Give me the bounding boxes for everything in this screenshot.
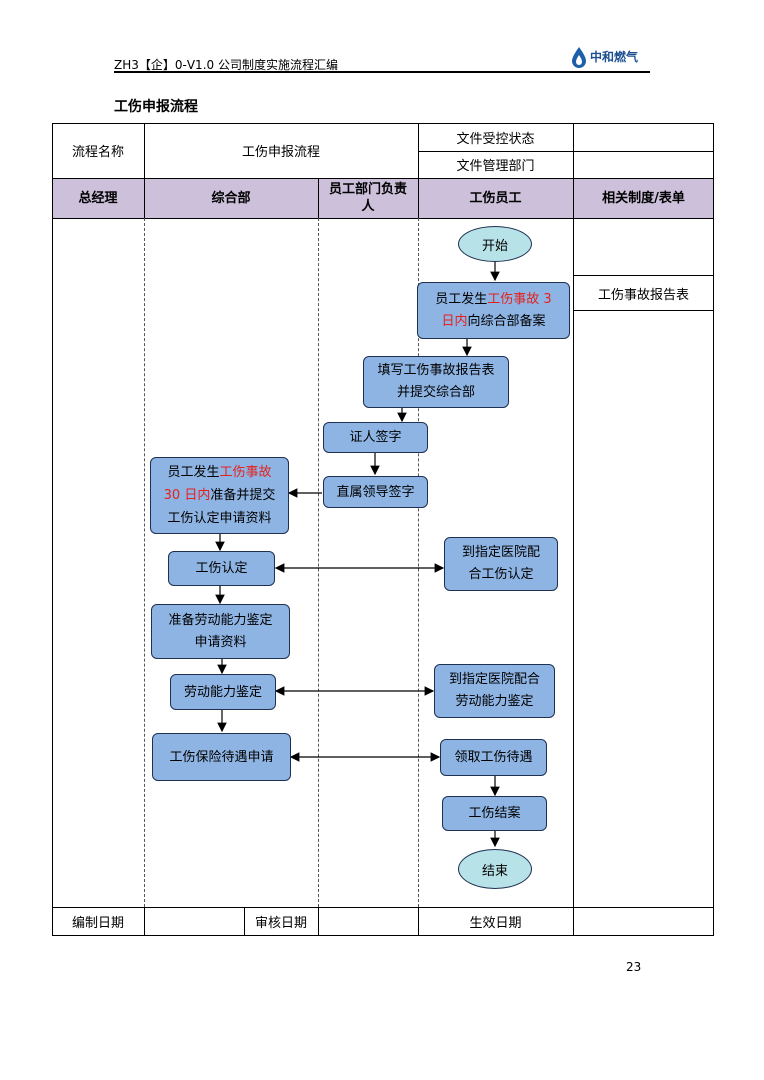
report-text-2: 向综合部备案 [467, 313, 546, 329]
section-title: 工伤申报流程 [114, 99, 198, 115]
status-row-divider [418, 151, 714, 152]
prep-text-3: 工伤认定申请资料 [167, 511, 272, 526]
fill-accident-report-step: 填写工伤事故报告表 并提交综合部 [363, 356, 509, 408]
supervisor-sign-step: 直属领导签字 [323, 476, 428, 508]
table-left-border [52, 123, 53, 936]
lane-hdr-divider-3 [418, 178, 419, 218]
ability-prep-line1: 准备劳动能力鉴定 [168, 612, 273, 628]
prep-deadline-text-2: 30 日内 [163, 488, 211, 503]
footer-divider-1 [144, 907, 145, 935]
report-deadline-text: 工伤事故 3 [487, 291, 552, 307]
lane-separator-1 [144, 218, 145, 907]
info-col-divider-2 [418, 123, 419, 178]
hospital-identification-step: 到指定医院配 合工伤认定 [444, 537, 558, 591]
control-status-label: 文件受控状态 [456, 131, 535, 147]
lane-separator-3 [418, 218, 419, 907]
info-col-divider-3 [573, 123, 574, 178]
related-form-top-line [573, 275, 714, 276]
review-date-label: 审核日期 [254, 915, 307, 931]
receive-benefits-step: 领取工伤待遇 [440, 739, 547, 776]
lane-header-dept-head-line2: 人 [361, 199, 375, 214]
footer-divider-2 [244, 907, 245, 935]
related-form-bottom-line [573, 310, 714, 311]
process-name-label: 流程名称 [71, 145, 124, 160]
lane-header-dept-head-line1: 员工部门负责 [328, 182, 407, 197]
end-node: 结束 [458, 849, 532, 889]
prep-text-2: 准备并提交 [210, 488, 276, 503]
info-col-divider-1 [144, 123, 145, 178]
flame-drop-icon [572, 47, 586, 68]
header-rule [114, 71, 650, 73]
lane-header-related-forms: 相关制度/表单 [602, 190, 685, 206]
hospital1-line2: 合工伤认定 [468, 567, 534, 582]
lane-header-band [52, 178, 714, 218]
process-name-value: 工伤申报流程 [241, 145, 320, 160]
lane-header-dept-head: 员工部门负责 人 [318, 178, 418, 218]
document-header-title: ZH3【企】0-V1.0 公司制度实施流程汇编 [114, 58, 338, 72]
footer-divider-5 [573, 907, 574, 935]
related-form-injury-report: 工伤事故报告表 [597, 287, 689, 303]
report-deadline-text-2: 日内 [441, 313, 468, 329]
lane-header-injured-employee: 工伤员工 [469, 190, 522, 206]
managing-dept-label: 文件管理部门 [456, 159, 535, 174]
report-within-3-days-step: 员工发生工伤事故 3 日内向综合部备案 [417, 282, 570, 339]
company-logo: 中和燃气 [570, 46, 650, 70]
prep-text-1: 员工发生 [167, 465, 220, 480]
injury-identification-step: 工伤认定 [168, 551, 275, 586]
footer-top-border [52, 907, 714, 908]
fill-report-line1: 填写工伤事故报告表 [377, 363, 495, 378]
hospital-ability-assessment-step: 到指定医院配合 劳动能力鉴定 [434, 664, 555, 718]
prepare-ability-assessment-step: 准备劳动能力鉴定 申请资料 [151, 604, 290, 659]
lane-hdr-divider-4 [573, 178, 574, 218]
insurance-application-step: 工伤保险待遇申请 [152, 733, 291, 781]
ability-assessment-step: 劳动能力鉴定 [170, 674, 276, 710]
table-bottom-border [52, 935, 714, 936]
hospital2-line1: 到指定医院配合 [448, 672, 540, 687]
ability-prep-line2: 申请资料 [194, 634, 247, 650]
fill-report-line2: 并提交综合部 [396, 385, 475, 400]
table-top-border [52, 123, 714, 124]
lane-hdr-divider-1 [144, 178, 145, 218]
lane-separator-2 [318, 218, 319, 907]
logo-text: 中和燃气 [590, 50, 639, 64]
lane-header-top-border [52, 178, 714, 179]
effective-date-label: 生效日期 [469, 915, 522, 931]
compile-date-label: 编制日期 [71, 915, 124, 931]
footer-divider-4 [418, 907, 419, 935]
prep-deadline-text-1: 工伤事故 [219, 465, 272, 480]
witness-sign-step: 证人签字 [323, 422, 428, 453]
hospital2-line2: 劳动能力鉴定 [455, 694, 534, 709]
prepare-identification-docs-step: 员工发生工伤事故 30 日内准备并提交 工伤认定申请资料 [150, 457, 289, 534]
report-text-1: 员工发生 [435, 291, 488, 307]
forms-lane-divider [573, 218, 574, 907]
close-case-step: 工伤结案 [442, 796, 547, 831]
start-node: 开始 [458, 226, 532, 262]
lane-header-general-affairs: 综合部 [211, 190, 251, 206]
lane-header-general-manager: 总经理 [78, 190, 118, 206]
page-number: 23 [626, 960, 642, 974]
table-right-border [713, 123, 714, 936]
hospital1-line1: 到指定医院配 [461, 545, 540, 560]
footer-divider-3 [318, 907, 319, 935]
lane-hdr-divider-2 [318, 178, 319, 218]
lane-header-bottom-border [52, 218, 714, 219]
